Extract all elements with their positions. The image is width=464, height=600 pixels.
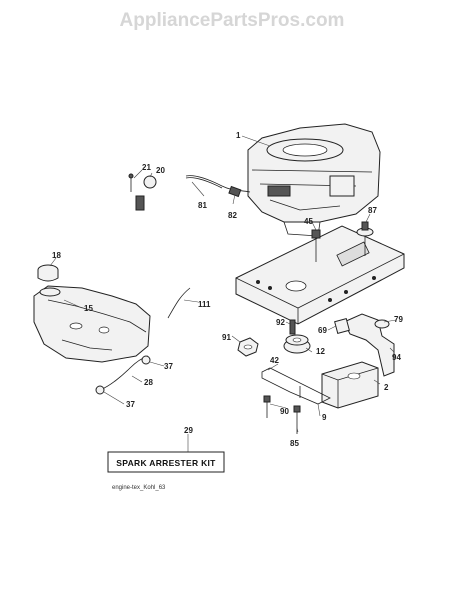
cable-fitting[interactable] (228, 185, 242, 198)
callout-111: 111 (198, 300, 211, 309)
callout-91: 91 (222, 333, 231, 342)
heat-shield-bracket[interactable] (261, 367, 331, 405)
watermark-text: AppliancePartsPros.com (120, 10, 345, 31)
leader-lines (49, 135, 397, 452)
diagram-caption: engine-tex_Kohl_63 (112, 485, 166, 491)
callout-45: 45 (304, 217, 313, 226)
pulley-assembly[interactable] (283, 319, 311, 354)
throttle-cable[interactable] (185, 175, 251, 193)
callout-15: 15 (84, 304, 93, 313)
callout-29: 29 (184, 426, 193, 435)
bracket-bolt-short[interactable] (263, 395, 271, 418)
callout-87: 87 (368, 206, 377, 215)
callout-2: 2 (384, 383, 389, 392)
callout-92: 92 (276, 318, 285, 327)
callout-42: 42 (270, 356, 279, 365)
spark-arrester-kit[interactable]: SPARK ARRESTER KIT (107, 451, 225, 473)
callout-37a: 37 (164, 362, 173, 371)
callout-20: 20 (156, 166, 165, 175)
callout-28: 28 (144, 378, 153, 387)
mounting-deck[interactable] (235, 225, 405, 325)
callout-18: 18 (52, 251, 61, 260)
callout-85: 85 (290, 439, 299, 448)
callout-81: 81 (198, 201, 207, 210)
hex-nut[interactable] (237, 337, 259, 357)
hose-clamp-lower[interactable] (95, 385, 105, 395)
fuel-line[interactable] (167, 287, 191, 319)
callout-69: 69 (318, 326, 327, 335)
callout-94: 94 (392, 353, 401, 362)
spark-arrester-kit-label: SPARK ARRESTER KIT (116, 458, 216, 468)
exhaust-clamp[interactable] (334, 318, 350, 334)
callout-21: 21 (142, 163, 151, 172)
callout-9: 9 (322, 413, 327, 422)
bracket-bolt-long[interactable] (293, 405, 301, 434)
engine-assembly[interactable] (247, 123, 381, 237)
callout-12: 12 (316, 347, 325, 356)
fuel-tank[interactable] (33, 285, 151, 363)
callout-82: 82 (228, 211, 237, 220)
hose-clamp-upper[interactable] (141, 355, 151, 365)
callout-79: 79 (394, 315, 403, 324)
callout-37b: 37 (126, 400, 135, 409)
washer-bolt[interactable] (356, 221, 374, 256)
ignition-switch[interactable] (128, 173, 157, 211)
fuel-cap[interactable] (37, 264, 59, 282)
callout-1: 1 (236, 131, 241, 140)
muffler[interactable] (321, 361, 379, 409)
callout-90: 90 (280, 407, 289, 416)
